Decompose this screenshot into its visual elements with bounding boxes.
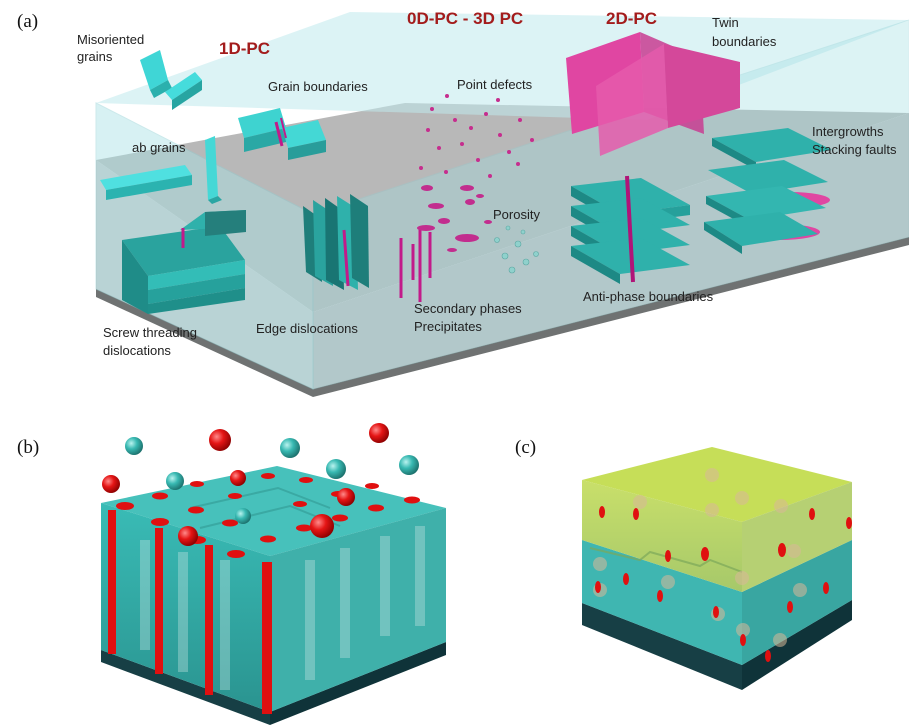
label-twin: Twin [712,15,739,30]
porosity-cloud [494,225,539,274]
header-1d-pc: 1D-PC [219,39,270,58]
label-secondary-phases: Secondary phases [414,301,522,316]
precipitates-c [593,468,852,662]
label-anti-phase-boundaries: Anti-phase boundaries [583,289,714,304]
red-balls-b [102,423,389,546]
grain-boundaries-shape [238,108,326,160]
header-2d-pc: 2D-PC [606,9,657,28]
label-grain-boundaries: Grain boundaries [268,79,368,94]
header-0d-3d-pc: 0D-PC - 3D PC [407,9,523,28]
panel-b-label: (b) [17,437,39,458]
panel-a-label: (a) [17,11,38,32]
red-rods-b [108,510,272,714]
label-precipitates: Precipitates [414,319,482,334]
point-defects-cloud [419,94,534,178]
label-ab-grains: ab grains [132,140,186,155]
block-c-lower-right [742,540,852,665]
block-c-lower-front [582,540,742,665]
edge-dislocation-shape [303,194,369,290]
label-screw-dislocations: dislocations [103,343,171,358]
label-misoriented: Misoriented [77,32,144,47]
panel-b: (b) [17,423,446,725]
panel-c: (c) [515,437,852,690]
label-edge-dislocations: Edge dislocations [256,321,358,336]
label-porosity: Porosity [493,207,540,222]
block-c-upper-right [742,482,852,592]
label-twin-boundaries: boundaries [712,34,777,49]
misoriented-grains-shape [140,50,202,110]
label-grains: grains [77,49,113,64]
label-point-defects: Point defects [457,77,533,92]
ab-grains-shape [100,136,222,204]
twin-boundaries-shape [566,32,740,156]
label-intergrowths: Intergrowths [812,124,884,139]
screw-dislocation-shape [122,210,246,314]
intergrowths-shape [704,128,832,254]
panel-a: (a) 1D-PC 0D-PC - 3D PC 2D-PC Misoriente… [17,9,909,397]
block-b-right [270,508,446,712]
precipitates-cloud [417,185,492,252]
anti-phase-shape [571,175,690,284]
label-stacking-faults: Stacking faults [812,142,897,157]
teal-balls-b [125,437,419,524]
panel-c-label: (c) [515,437,536,458]
label-screw-threading: Screw threading [103,325,197,340]
secondary-phases-shape [399,228,432,302]
